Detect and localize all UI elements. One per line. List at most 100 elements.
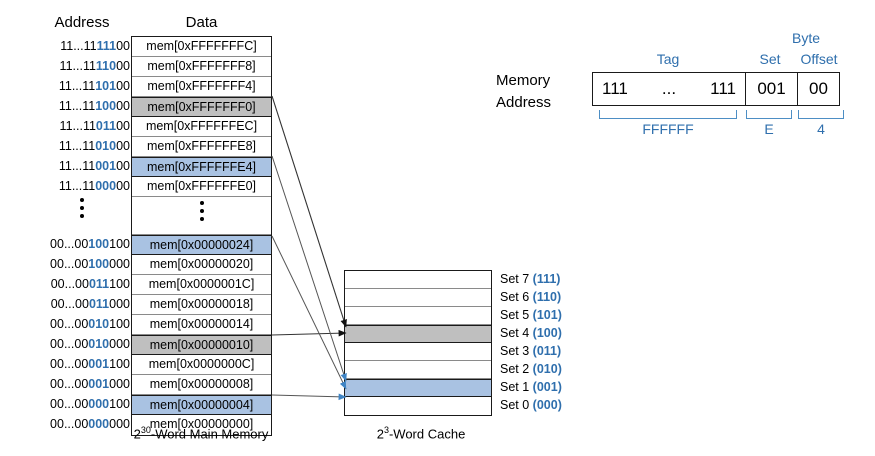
address-set-bits: 110 (95, 59, 117, 73)
cache-set-label: Set 3 (011) (500, 342, 562, 360)
cache-set-name: Set 6 (500, 290, 533, 304)
arrow-0000-0010-to-set4 (271, 329, 347, 337)
caption-base: 2 (133, 426, 141, 442)
memory-address-label: 11...1111100 (34, 36, 130, 56)
memory-data-cell: mem[0x00000018] (132, 295, 271, 315)
address-offset-bits: 00 (116, 179, 130, 193)
address-tag-bits: 00...00 (50, 257, 89, 271)
tag-brace (599, 110, 737, 119)
address-offset-bits: 00 (116, 119, 130, 133)
arrow-0000-0024-to-set1 (271, 235, 347, 390)
caption-text: -Word Cache (388, 426, 466, 442)
cache-set-name: Set 2 (500, 362, 533, 376)
arrow-ffff-ffe4-to-set1 (271, 155, 347, 382)
set-hex-value: E (764, 121, 774, 137)
memory-address-label: 11...1111000 (34, 56, 130, 76)
address-tag-bits: 00...00 (50, 417, 89, 431)
cache-set-name: Set 1 (500, 380, 533, 394)
address-offset-bits: 00 (116, 39, 130, 53)
address-set-bits: 000 (88, 417, 110, 431)
address-set-bits: 010 (88, 317, 110, 331)
memory-address-label: 11...1100000 (34, 176, 130, 196)
cache-set-row (345, 325, 491, 343)
address-set-bits: 010 (95, 139, 117, 153)
address-tag-bits: 00...00 (50, 297, 89, 311)
memory-address-label: 00...00010100 (34, 314, 130, 334)
memory-address-label: 00...00001000 (34, 374, 130, 394)
memory-data-cell: mem[0xFFFFFFF0] (132, 97, 271, 117)
memory-data-cell: mem[0x00000008] (132, 375, 271, 395)
address-offset-bits: 000 (109, 337, 130, 351)
address-offset-bits: 000 (109, 257, 130, 271)
address-tag-bits: 00...00 (50, 377, 89, 391)
cache-set-row (345, 343, 491, 361)
cache-set-label: Set 4 (100) (500, 324, 562, 342)
byte-field-label: Byte (791, 30, 820, 46)
cache-set-bits: (100) (532, 326, 562, 340)
tag-right-bits: 111 (710, 79, 736, 98)
address-offset-bits: 100 (109, 357, 130, 371)
address-offset-bits: 100 (109, 237, 130, 251)
memory-ellipsis-row (132, 197, 271, 235)
cache-set-label: Set 6 (110) (500, 288, 562, 306)
cache-set-bits: (110) (532, 290, 562, 304)
memory-address-label: 11...1100100 (34, 156, 130, 176)
vertical-ellipsis (199, 201, 204, 221)
cache-caption: 23-Word Cache (348, 425, 494, 441)
memory-data-cell: mem[0x00000010] (132, 335, 271, 355)
memory-data-cell: mem[0x00000004] (132, 395, 271, 415)
memory-data-cell: mem[0xFFFFFFEC] (132, 117, 271, 137)
address-set-bits: 111 (96, 39, 117, 53)
address-set-bits: 001 (95, 159, 117, 173)
address-set-bits: 000 (88, 397, 110, 411)
address-tag-bits: 11...11 (58, 79, 96, 93)
cache-set-label: Set 5 (101) (500, 306, 562, 324)
caption-base: 2 (376, 426, 384, 442)
memory-address-label: 00...00011100 (34, 274, 130, 294)
memory-data-cell: mem[0xFFFFFFF4] (132, 77, 271, 97)
memory-data-cell: mem[0x00000024] (132, 235, 271, 255)
address-offset-bits: 100 (109, 317, 130, 331)
memory-data-cell: mem[0xFFFFFFF8] (132, 57, 271, 77)
address-ellipsis-row (34, 196, 130, 234)
address-format-lead-line2: Address (496, 94, 552, 111)
caption-exponent: 30 (140, 425, 151, 435)
arrow-0000-0004-to-set1 (271, 393, 347, 401)
memory-data-cell: mem[0x0000001C] (132, 275, 271, 295)
offset-brace (798, 110, 844, 119)
address-set-bits: 001 (88, 357, 110, 371)
address-tag-bits: 00...00 (50, 397, 89, 411)
memory-address-format-diagram: Memory Address Tag Set Byte Offset 111 .… (496, 18, 856, 148)
tag-bits-field: 111 ... 111 (593, 73, 745, 105)
memory-address-label: 00...00000000 (34, 414, 130, 434)
address-tag-bits: 11...11 (58, 99, 96, 113)
address-offset-bits: 100 (109, 277, 130, 291)
address-tag-bits: 11...11 (58, 159, 96, 173)
arrow-ffff-f0-to-set4 (271, 95, 347, 328)
memory-data-cell: mem[0xFFFFFFE0] (132, 177, 271, 197)
memory-address-label: 00...00000100 (34, 394, 130, 414)
cache-set-label: Set 0 (000) (500, 396, 562, 414)
cache-set-name: Set 0 (500, 398, 533, 412)
cache-set-name: Set 4 (500, 326, 533, 340)
address-offset-bits: 000 (109, 297, 130, 311)
main-memory-caption: 230-Word Main Memory (101, 425, 301, 441)
memory-address-label: 00...00001100 (34, 354, 130, 374)
memory-data-cell: mem[0xFFFFFFE4] (132, 157, 271, 177)
data-column-heading: Data (185, 14, 218, 31)
memory-address-label: 00...00010000 (34, 334, 130, 354)
cache-set-label: Set 2 (010) (500, 360, 562, 378)
cache-set-bits: (111) (532, 272, 561, 286)
cache-set-bits: (011) (532, 344, 562, 358)
address-tag-bits: 11...11 (60, 39, 97, 53)
cache-set-row (345, 271, 491, 289)
cache-set-row (345, 379, 491, 397)
cache-set-name: Set 7 (500, 272, 533, 286)
memory-data-cell: mem[0x00000020] (132, 255, 271, 275)
vertical-ellipsis (80, 198, 84, 218)
tag-ellipsis: ... (661, 79, 677, 98)
address-set-bits: 100 (88, 237, 110, 251)
address-tag-bits: 11...11 (58, 139, 96, 153)
address-set-bits: 100 (95, 99, 117, 113)
tag-hex-value: FFFFFF (642, 121, 694, 137)
